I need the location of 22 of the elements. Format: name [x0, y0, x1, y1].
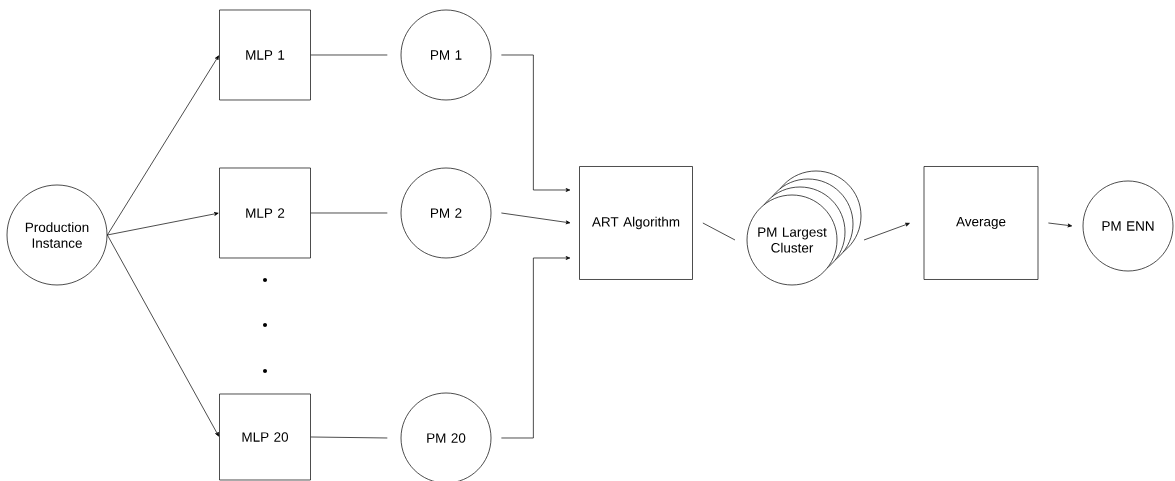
arrow	[107, 55, 219, 236]
connector-line	[310, 212, 388, 214]
connector-line	[702, 222, 736, 241]
process-box: Average	[923, 166, 1039, 280]
circle-node: PM 1	[400, 9, 492, 101]
process-box: MLP 2	[219, 167, 311, 259]
arrow	[501, 256, 571, 439]
arrow	[107, 212, 219, 236]
process-box: ART Algorithm	[579, 166, 693, 280]
arrow	[501, 212, 571, 225]
arrow	[1048, 222, 1073, 228]
circle-node: Production Instance	[6, 184, 108, 286]
circle-node: PM ENN	[1082, 180, 1174, 272]
connector-line	[310, 54, 388, 56]
process-box: MLP 1	[219, 9, 311, 101]
stacked-circles: PM Largest Cluster	[746, 170, 862, 286]
process-box: MLP 20	[219, 393, 311, 481]
arrow	[107, 234, 220, 437]
circle-node: PM 2	[400, 167, 492, 259]
arrow	[501, 54, 571, 192]
connector-line	[310, 436, 388, 439]
arrow	[863, 222, 910, 241]
